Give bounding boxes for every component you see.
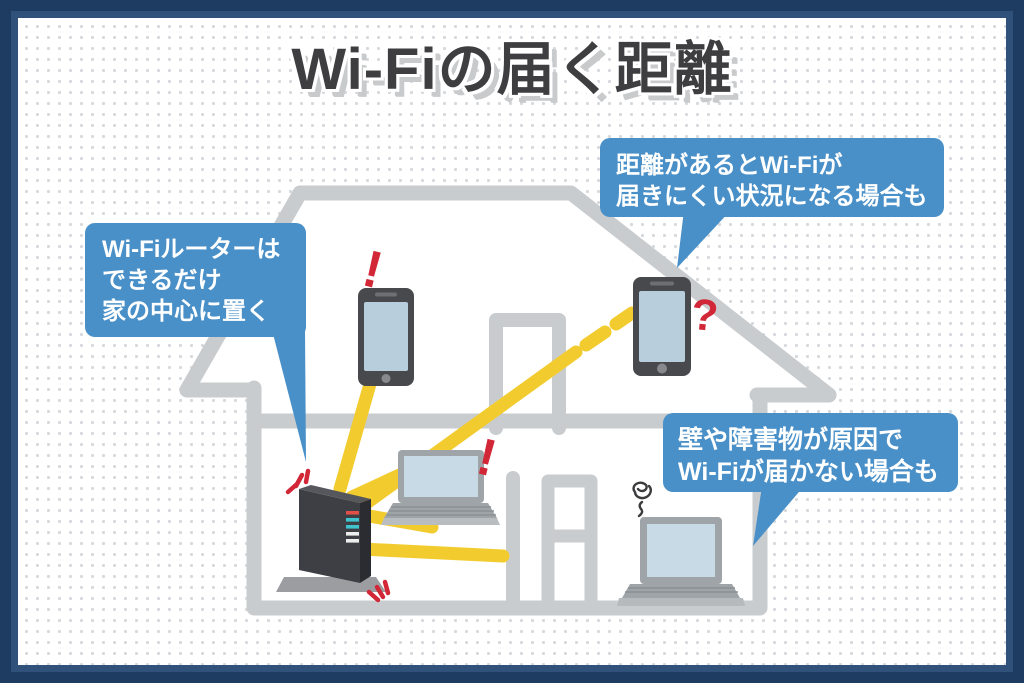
wifi-router — [276, 485, 386, 592]
ray-dash-1 — [579, 325, 612, 352]
smartphone-far — [633, 277, 691, 376]
phone-speaker — [375, 292, 397, 297]
callout-tail-router — [272, 330, 306, 462]
phone-speaker — [650, 281, 674, 286]
callout-obstacle-issue: 壁や障害物が原因で Wi-Fiが届かない場合も — [663, 413, 958, 492]
laptop-front-edge — [381, 518, 500, 525]
callout-line: 家の中心に置く — [102, 298, 270, 325]
laptop-screen — [647, 524, 715, 577]
laptop-near — [381, 450, 500, 525]
callout-line: 壁や障害物が原因で — [678, 426, 904, 454]
callout-line: 距離があるとWi-Fiが — [616, 152, 843, 179]
router-top-face — [299, 485, 371, 503]
router-side-face — [360, 499, 371, 583]
callout-tail-distance — [677, 210, 731, 268]
ray-to-far-phone — [343, 345, 583, 522]
wifi-signal-rays — [333, 306, 639, 563]
keyboard-rows — [625, 587, 738, 593]
keyboard-rows — [387, 506, 496, 516]
callout-line: Wi-Fiルーターは — [102, 236, 281, 263]
question-mark-far-phone: ? — [688, 289, 721, 342]
confusion-squiggle — [632, 481, 652, 518]
callout-tails — [272, 210, 804, 546]
router-status-lights — [346, 511, 359, 543]
callout-tail-obstacle — [753, 486, 804, 546]
ray-blocked-by-wall — [355, 542, 510, 563]
laptop-front-edge — [617, 598, 745, 606]
callout-line: できるだけ — [102, 267, 222, 294]
router-front-face — [299, 489, 360, 583]
callout-line: Wi-Fiが届かない場合も — [678, 458, 939, 486]
callout-line: 届きにくい状況になる場合も — [616, 183, 928, 210]
phone-screen — [364, 302, 408, 371]
router-activity-marks — [285, 468, 391, 603]
phone-home-button — [381, 374, 391, 383]
laptop-far — [617, 517, 745, 606]
smartphone-near — [358, 288, 414, 386]
laptop-screen — [404, 456, 478, 497]
page-title: Wi-Fiの届く距離 — [291, 37, 733, 102]
upper-door-frame — [489, 313, 566, 435]
ray-to-near-phone — [333, 377, 377, 496]
dotted-background — [18, 18, 1006, 665]
router-base — [276, 577, 386, 592]
callout-distance-issue: 距離があるとWi-Fiが 届きにくい状況になる場合も — [600, 138, 944, 217]
phone-screen — [639, 291, 685, 362]
laptop-keyboard — [622, 584, 740, 598]
callout-router-placement: Wi-Fiルーターは できるだけ 家の中心に置く — [85, 223, 306, 337]
phone-home-button — [657, 363, 667, 374]
ray-dash-2 — [609, 306, 639, 331]
